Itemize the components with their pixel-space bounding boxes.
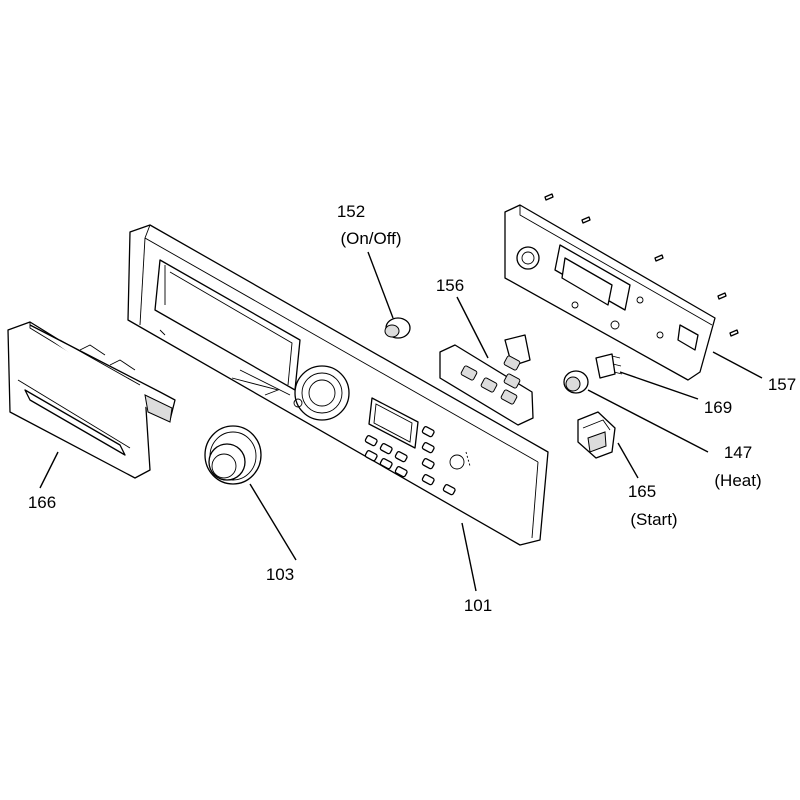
callout-156-number: 156 [436,276,464,295]
heat-button-part [563,370,589,394]
callout-152-number: 152 [337,202,365,221]
leader-165 [617,442,639,479]
callout-166-number: 166 [28,493,56,512]
control-panel-console-part [127,224,549,546]
start-button-part [577,411,616,459]
leader-103 [249,483,297,561]
leader-101 [461,522,477,592]
connector-part [595,353,623,379]
leader-152 [367,251,394,319]
leader-147 [587,389,709,453]
button-cluster-part [439,334,534,426]
selector-knob-part [204,425,262,485]
leader-156 [456,296,489,359]
callout-152-note: (On/Off) [340,229,401,248]
callout-165-number: 165 [628,482,656,501]
on-off-button-part [384,317,411,339]
detergent-drawer-part [7,321,176,479]
leader-169 [619,371,699,400]
callout-147-note: (Heat) [714,471,761,490]
leader-166 [39,451,59,489]
leader-157 [712,351,763,379]
control-board-part [504,193,739,381]
callout-103-number: 103 [266,565,294,584]
callout-165-note: (Start) [630,510,677,529]
callout-157-number: 157 [768,375,796,394]
callout-147-number: 147 [724,443,752,462]
callout-101-number: 101 [464,596,492,615]
callout-169-number: 169 [704,398,732,417]
